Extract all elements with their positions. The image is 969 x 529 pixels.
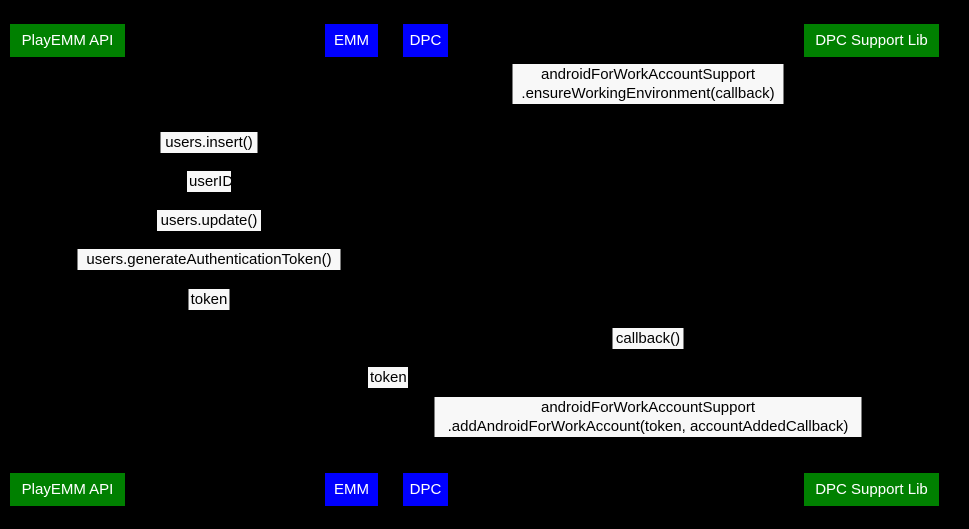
- actor-label: EMM: [334, 481, 369, 498]
- message-label-m8[interactable]: token: [368, 367, 408, 388]
- message-line-1: users.update(): [160, 212, 258, 229]
- message-label-m4[interactable]: users.update(): [157, 210, 261, 231]
- actor-dpc-top[interactable]: DPC: [403, 24, 448, 57]
- message-line-1: users.generateAuthenticationToken(): [86, 251, 332, 268]
- message-line-1: androidForWorkAccountSupport: [541, 66, 755, 83]
- message-line-1: users.insert(): [165, 134, 253, 151]
- actor-label: DPC: [409, 32, 442, 49]
- actor-label: PlayEMM API: [21, 481, 114, 498]
- message-line-1: token: [370, 369, 407, 386]
- message-line-1: callback(): [615, 330, 681, 347]
- actor-label: PlayEMM API: [21, 32, 114, 49]
- message-label-m5[interactable]: users.generateAuthenticationToken(): [77, 249, 341, 270]
- message-line-1: userID: [189, 173, 234, 190]
- message-label-m1[interactable]: androidForWorkAccountSupport .ensureWorki…: [512, 64, 784, 104]
- message-label-m9[interactable]: androidForWorkAccountSupport .addAndroidF…: [434, 397, 862, 437]
- actor-label: EMM: [334, 32, 369, 49]
- message-line-2: .addAndroidForWorkAccount(token, account…: [447, 418, 849, 435]
- actor-emm-bottom[interactable]: EMM: [325, 473, 378, 506]
- actor-label: DPC Support Lib: [815, 32, 928, 49]
- actor-dpcsupportlib-top[interactable]: DPC Support Lib: [804, 24, 939, 57]
- message-line-1: token: [190, 291, 228, 308]
- message-label-m3[interactable]: userID: [187, 171, 234, 192]
- actor-label: DPC: [409, 481, 442, 498]
- message-line-1: androidForWorkAccountSupport: [541, 399, 755, 416]
- message-label-m7[interactable]: callback(): [612, 328, 684, 349]
- actor-dpcsupportlib-bottom[interactable]: DPC Support Lib: [804, 473, 939, 506]
- actor-playemm-top[interactable]: PlayEMM API: [10, 24, 125, 57]
- actor-dpc-bottom[interactable]: DPC: [403, 473, 448, 506]
- message-line-2: .ensureWorkingEnvironment(callback): [521, 85, 775, 102]
- actor-label: DPC Support Lib: [815, 481, 928, 498]
- actor-playemm-bottom[interactable]: PlayEMM API: [10, 473, 125, 506]
- message-label-m2[interactable]: users.insert(): [160, 132, 258, 153]
- actor-emm-top[interactable]: EMM: [325, 24, 378, 57]
- message-label-m6[interactable]: token: [188, 289, 230, 310]
